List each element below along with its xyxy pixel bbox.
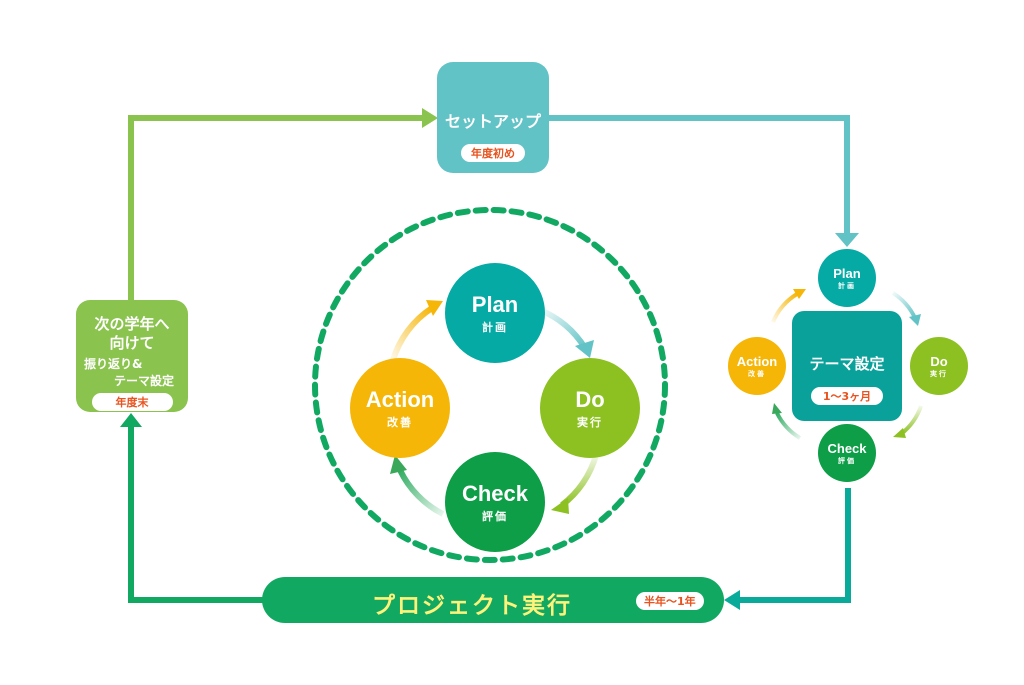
arrow-do-to-check [560, 454, 599, 508]
small-check-label: Check [827, 440, 867, 456]
setup-box: セットアップ 年度初め [437, 62, 549, 173]
small-do-label: Do [930, 353, 948, 369]
arrowhead-right-icon [422, 108, 438, 128]
main-do-label: Do [575, 386, 605, 412]
arrow-plan-to-do [538, 307, 588, 350]
arrowhead-up-icon [120, 413, 142, 427]
small-check-circle: Check 評価 [818, 424, 876, 482]
main-check-circle: Check 評価 [445, 452, 545, 552]
arrowhead-down-icon [835, 233, 859, 247]
small-action-label: Action [736, 353, 778, 369]
small-action-sublabel: 改善 [748, 369, 766, 378]
arrowhead-icon [909, 314, 921, 326]
small-do-circle: Do 実行 [910, 337, 968, 395]
arrowhead-icon [893, 428, 906, 438]
main-cycle-arrows [390, 300, 599, 517]
small-plan-label: Plan [833, 265, 861, 281]
small-action-circle: Action 改善 [728, 337, 786, 395]
arrowhead-icon [772, 403, 782, 414]
arrowhead-icon [793, 289, 806, 299]
project-badge: 半年～1年 [636, 592, 704, 610]
connector-project-to-next-year [120, 413, 268, 603]
project-execution-bar: プロジェクト実行 半年～1年 [262, 577, 724, 623]
next-year-sub-line2: テーマ設定 [113, 374, 174, 388]
main-action-circle: Action 改善 [350, 358, 450, 458]
next-year-sub-line1: 振り返り& [84, 357, 143, 371]
small-plan-sublabel: 計画 [838, 281, 856, 290]
small-do-sublabel: 実行 [930, 369, 948, 378]
main-plan-label: Plan [471, 291, 519, 317]
theme-setting-box: テーマ設定 1～3ヶ月 [792, 311, 902, 421]
small-plan-circle: Plan 計画 [818, 249, 876, 307]
connector-next-year-to-setup [128, 108, 438, 300]
main-do-sublabel: 実行 [577, 415, 603, 429]
main-action-sublabel: 改善 [387, 415, 413, 429]
dashed-cycle-boundary [312, 207, 668, 563]
arrowhead-left-icon [724, 590, 740, 610]
small-cycle-arrows [771, 289, 923, 440]
next-year-title-line2: 向けて [109, 334, 155, 352]
arrowhead-icon [575, 340, 594, 358]
connector-setup-to-theme [548, 115, 859, 247]
theme-title: テーマ設定 [809, 355, 885, 373]
next-year-title-line1: 次の学年へ [94, 315, 170, 333]
setup-title: セットアップ [444, 112, 541, 131]
main-check-sublabel: 評価 [482, 509, 508, 523]
main-plan-sublabel: 計画 [482, 320, 508, 334]
main-action-label: Action [365, 386, 435, 412]
next-year-box: 次の学年へ 向けて 振り返り& テーマ設定 年度末 [76, 300, 188, 412]
main-check-label: Check [461, 480, 529, 506]
project-title: プロジェクト実行 [372, 593, 572, 619]
arrowhead-icon [426, 300, 443, 316]
theme-badge: 1～3ヶ月 [810, 387, 884, 405]
arrow-action-to-plan [390, 305, 434, 361]
arrow-check-to-action [397, 468, 445, 517]
arrowhead-icon [390, 455, 407, 474]
connector-theme-to-project [724, 488, 851, 610]
setup-badge: 年度初め [461, 144, 525, 162]
next-year-badge: 年度末 [91, 393, 173, 411]
small-check-sublabel: 評価 [838, 456, 856, 465]
main-do-circle: Do 実行 [540, 358, 640, 458]
arrowhead-icon [551, 498, 569, 514]
main-plan-circle: Plan 計画 [445, 263, 545, 363]
